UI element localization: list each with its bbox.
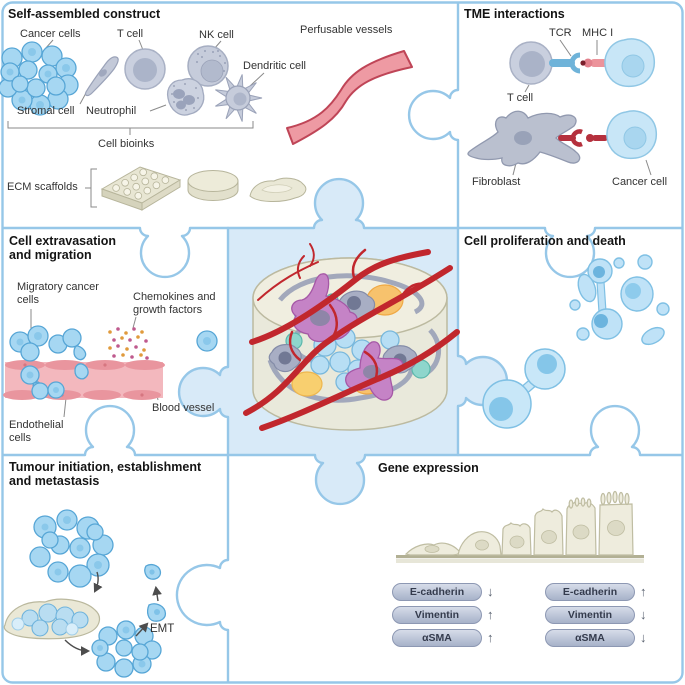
marker-direction-icon: ↑ xyxy=(487,630,494,645)
cancer-cell-cluster xyxy=(0,41,79,116)
ecm-blob-with-cells xyxy=(3,598,101,640)
marker-direction-icon: ↓ xyxy=(640,607,647,622)
marker-pill: E-cadherin xyxy=(545,583,635,601)
marker-pill: αSMA xyxy=(392,629,482,647)
border-middleright-gene xyxy=(456,404,684,457)
border-middleleft-bottomleft xyxy=(1,404,230,457)
border-bottomleft-gene xyxy=(175,453,230,684)
dendritic-cell-illustration xyxy=(215,74,263,122)
tme-t-cell-illustration xyxy=(509,41,553,85)
marker-vimentin-right: Vimentin ↓ xyxy=(545,606,647,624)
emt-single-cells xyxy=(144,563,167,622)
border-topleft-topright xyxy=(407,1,460,230)
header-self-assembled: Self-assembled construct xyxy=(8,7,161,21)
tumour-construct-illustration xyxy=(243,243,460,431)
marker-direction-icon: ↑ xyxy=(487,607,494,622)
label-ecm-scaffolds: ECM scaffolds xyxy=(7,181,78,193)
label-tcr: TCR xyxy=(549,27,572,39)
marker-pill: Vimentin xyxy=(545,606,635,624)
marker-asma-right: αSMA ↓ xyxy=(545,629,647,647)
marker-pill: E-cadherin xyxy=(392,583,482,601)
self-assembled-illustrations xyxy=(0,39,413,211)
label-chemokines-line2: growth factors xyxy=(133,304,203,316)
extravasation-illustrations xyxy=(3,309,218,418)
cell-bioinks-bracket xyxy=(7,121,254,135)
label-endothelial-line2: cells xyxy=(9,432,32,444)
tcr-mhc-complex xyxy=(549,52,614,74)
tumour-arrows xyxy=(64,571,162,656)
label-chemokines-line1: Chemokines and xyxy=(133,291,216,303)
label-chemokines: Chemokines and growth factors xyxy=(133,291,216,317)
marker-direction-icon: ↓ xyxy=(640,630,647,645)
label-fibroblast: Fibroblast xyxy=(472,176,521,188)
construct-red-vessels xyxy=(243,243,460,431)
header-tumour: Tumour initiation, establishment and met… xyxy=(9,460,201,488)
migratory-cancer-cells xyxy=(9,325,218,400)
border-topleft-middleleft xyxy=(1,226,230,279)
disc-scaffold xyxy=(187,170,239,201)
label-migratory-cells: Migratory cancer cells xyxy=(17,281,99,307)
tme-illustrations xyxy=(467,38,658,176)
stromal-cell-illustration xyxy=(84,56,119,97)
tumour-cluster-b xyxy=(91,620,162,678)
perfusable-vessel-illustration xyxy=(286,50,413,145)
leader-lines-topleft xyxy=(44,39,265,112)
label-stromal-cell: Stromal cell xyxy=(17,105,75,117)
honeycomb-scaffold xyxy=(100,166,182,211)
blob-scaffold xyxy=(249,177,307,202)
marker-direction-icon: ↑ xyxy=(640,584,647,599)
tumour-initiation-illustrations xyxy=(3,509,167,678)
gene-expression-illustration xyxy=(396,490,644,563)
marker-asma-left: αSMA ↑ xyxy=(392,629,494,647)
label-cancer-cells: Cancer cells xyxy=(20,28,81,40)
marker-pill: Vimentin xyxy=(392,606,482,624)
ecm-bracket xyxy=(85,168,97,208)
marker-ecadherin-left: E-cadherin ↓ xyxy=(392,583,494,601)
label-blood-vessel: Blood vessel xyxy=(152,402,215,414)
neutrophil-illustration xyxy=(166,78,205,116)
tme-cancer-cell-1 xyxy=(604,38,656,88)
label-migratory-line2: cells xyxy=(17,294,40,306)
marker-pill: αSMA xyxy=(545,629,635,647)
label-t-cell-tme: T cell xyxy=(507,92,534,104)
label-nk-cell: NK cell xyxy=(199,29,234,41)
marker-ecadherin-right: E-cadherin ↑ xyxy=(545,583,647,601)
header-extravasation: Cell extravasation and migration xyxy=(9,234,116,262)
header-tumour-line2: and metastasis xyxy=(9,474,100,488)
nk-cell-illustration xyxy=(187,45,229,87)
tme-cancer-cell-2 xyxy=(606,110,658,160)
header-gene: Gene expression xyxy=(378,461,479,475)
label-cell-bioinks: Cell bioinks xyxy=(98,138,155,150)
header-proliferation: Cell proliferation and death xyxy=(464,234,626,248)
label-endothelial-line1: Endothelial xyxy=(9,419,64,431)
fibroblast-illustration xyxy=(467,110,581,167)
label-endothelial-cells: Endothelial cells xyxy=(9,419,63,445)
header-tumour-line1: Tumour initiation, establishment xyxy=(9,460,202,474)
marker-vimentin-left: Vimentin ↑ xyxy=(392,606,494,624)
header-extravasation-line2: and migration xyxy=(9,248,92,262)
label-emt: EMT xyxy=(150,623,175,635)
proliferation-illustrations xyxy=(482,254,670,429)
dividing-cell-illustration xyxy=(482,348,566,429)
header-extravasation-line1: Cell extravasation xyxy=(9,234,116,248)
header-tme: TME interactions xyxy=(464,7,565,21)
apoptotic-cell-illustration xyxy=(569,254,670,346)
label-neutrophil: Neutrophil xyxy=(86,105,137,117)
border-topright-middleright xyxy=(456,226,684,279)
fibroblast-cancer-receptors xyxy=(558,129,608,147)
chemokine-dots xyxy=(108,327,149,360)
label-mhc: MHC I xyxy=(582,27,614,39)
label-perfusable-vessels: Perfusable vessels xyxy=(300,24,393,36)
label-cancer-cell-tme: Cancer cell xyxy=(612,176,668,188)
label-migratory-line1: Migratory cancer xyxy=(17,281,99,293)
t-cell-illustration xyxy=(124,48,166,90)
tumour-cluster-a xyxy=(29,509,114,588)
marker-direction-icon: ↓ xyxy=(487,584,494,599)
label-dendritic-cell: Dendritic cell xyxy=(243,60,306,72)
label-t-cell-top: T cell xyxy=(117,28,144,40)
